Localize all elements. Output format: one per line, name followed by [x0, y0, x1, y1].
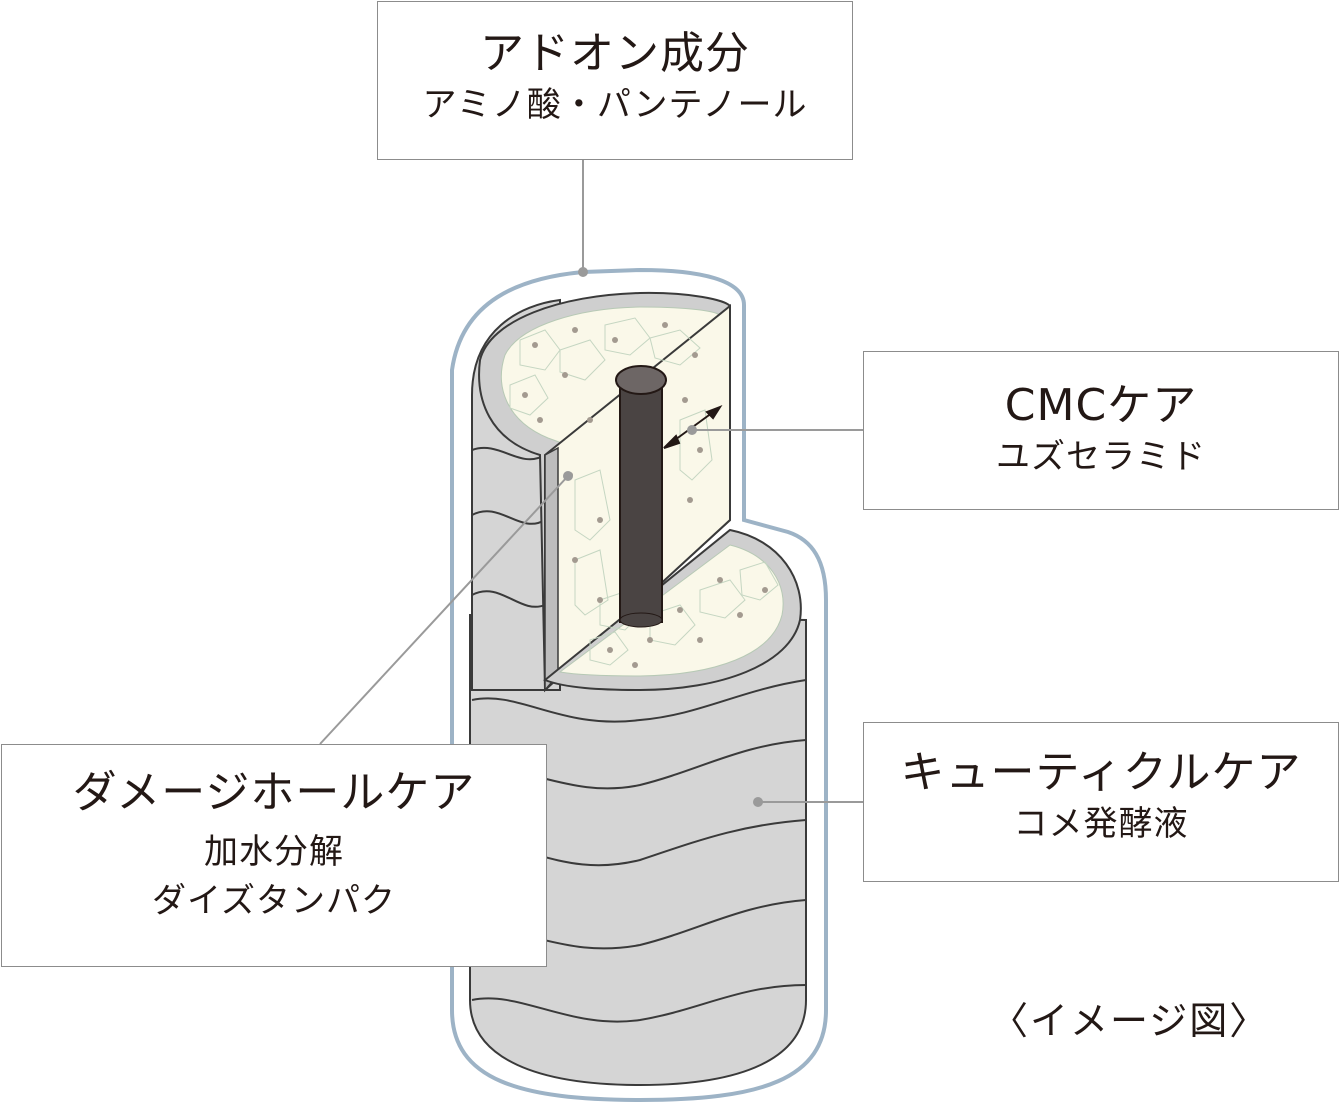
lower-cortex-top: [558, 544, 784, 677]
cuticle-subtitle: コメ発酵液: [1013, 803, 1189, 844]
leader-dots: [563, 267, 763, 807]
protective-coating-outline: [450, 267, 828, 1103]
image-caption: 〈イメージ図〉: [990, 999, 1270, 1043]
cmc-care-label: CMCケア ユズセラミド: [863, 351, 1339, 510]
damage-line-1: 加水分解: [204, 831, 344, 872]
leader-lines: [319, 160, 863, 803]
medulla-core: [619, 379, 663, 623]
cuticle-care-label: キューティクルケア コメ発酵液: [863, 722, 1339, 882]
cmc-subtitle: ユズセラミド: [996, 436, 1206, 477]
medulla-core-top: [615, 365, 667, 395]
cuticle-lower-body: [469, 613, 807, 1087]
cortex-dots: [522, 322, 768, 668]
addon-ingredient-label: アドオン成分 アミノ酸・パンテノール: [377, 1, 853, 160]
damage-hole-care-label: ダメージホールケア 加水分解 ダイズタンパク: [1, 744, 547, 967]
cuticle-title: キューティクルケア: [900, 747, 1302, 798]
addon-title: アドオン成分: [480, 28, 750, 79]
cut-face-edge: [544, 446, 559, 693]
damage-line-2: ダイズタンパク: [152, 881, 396, 922]
addon-subtitle: アミノ酸・パンテノール: [422, 84, 808, 125]
damage-title: ダメージホールケア: [72, 767, 476, 818]
medulla-core-bottom: [619, 612, 663, 628]
cmc-title: CMCケア: [1004, 380, 1198, 431]
